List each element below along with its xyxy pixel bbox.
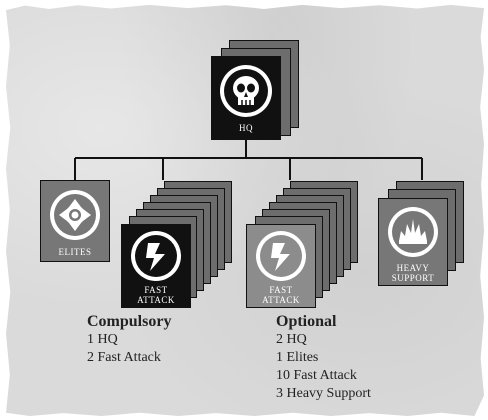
list-item: 3 Heavy Support (276, 386, 371, 401)
iron-cross-icon (59, 199, 91, 231)
optional-list: Optional 2 HQ 1 Elites 10 Fast Attack 3 … (276, 312, 371, 403)
hq-card: HQ (211, 56, 281, 140)
heavy-support-label-line2: SUPPORT (391, 273, 435, 283)
heavy-support-emblem (388, 207, 438, 257)
fast-attack-optional-emblem (256, 231, 306, 281)
hq-label: HQ (239, 123, 253, 133)
list-item: 1 HQ (87, 332, 118, 347)
lightning-bolt-icon (271, 243, 290, 271)
heavy-support-label-line1: HEAVY (396, 263, 430, 273)
fast-attack-compulsory-emblem (131, 231, 181, 281)
fast-attack-compulsory-label-line2: ATTACK (137, 295, 175, 305)
elites-card: ELITES (40, 180, 110, 262)
fast-attack-compulsory-label-line1: FAST (144, 285, 168, 295)
list-item: 10 Fast Attack (276, 368, 357, 383)
lightning-bolt-icon (146, 243, 165, 271)
fast-attack-optional-label-line2: ATTACK (262, 295, 300, 305)
hq-emblem (220, 65, 272, 117)
list-item: 1 Elites (276, 350, 319, 365)
skull-icon (233, 76, 259, 105)
elites-label: ELITES (58, 247, 92, 257)
compulsory-list: Compulsory 1 HQ 2 Fast Attack (87, 312, 171, 367)
elites-emblem (50, 190, 100, 240)
fast-attack-compulsory-card: FAST ATTACK (121, 224, 191, 308)
fast-attack-optional-card: FAST ATTACK (246, 224, 316, 308)
list-item: 2 Fast Attack (87, 350, 161, 365)
optional-heading: Optional (276, 313, 337, 330)
list-item: 2 HQ (276, 332, 307, 347)
heavy-support-card: HEAVY SUPPORT (378, 198, 448, 286)
fast-attack-optional-label-line1: FAST (269, 285, 293, 295)
compulsory-heading: Compulsory (87, 313, 172, 330)
flame-burst-icon (399, 219, 427, 244)
